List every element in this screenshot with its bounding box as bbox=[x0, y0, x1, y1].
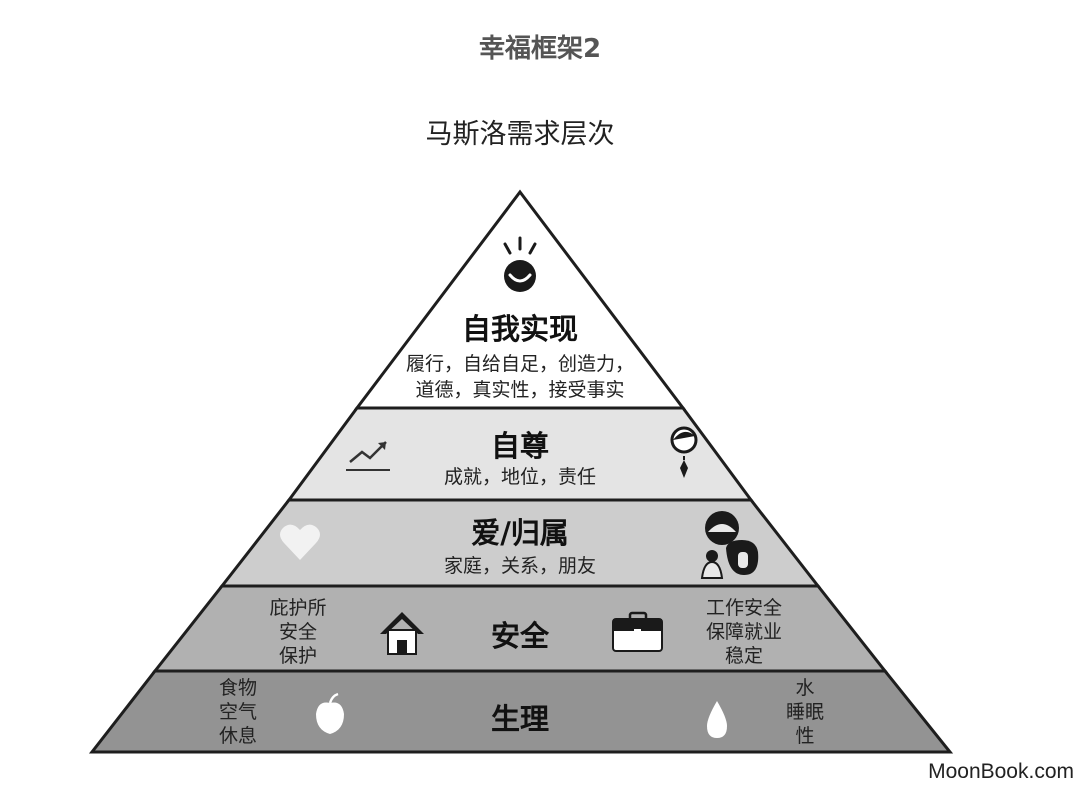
heart-icon bbox=[280, 524, 320, 560]
smiling-sun-icon bbox=[503, 236, 537, 292]
level-self-actualization-desc-line1: 履行，自给自足，创造力， bbox=[405, 353, 634, 375]
level-physiological-left-text: 食物 空气 休息 bbox=[200, 676, 276, 748]
briefcase-icon bbox=[612, 611, 663, 652]
trend-up-icon bbox=[346, 441, 390, 471]
physiological-left-line: 休息 bbox=[218, 725, 257, 747]
level-self-actualization-desc-line2: 道德，真实性，接受事实 bbox=[415, 379, 625, 401]
safety-left-line: 保护 bbox=[278, 645, 317, 667]
safety-left-line: 安全 bbox=[278, 621, 317, 643]
safety-left-line: 庇护所 bbox=[269, 597, 327, 619]
physiological-right-line: 水 bbox=[795, 677, 815, 699]
physiological-left-line: 食物 bbox=[218, 677, 257, 699]
level-physiological-title: 生理 bbox=[490, 702, 549, 736]
apple-icon bbox=[316, 692, 344, 734]
water-drop-icon bbox=[707, 701, 727, 738]
house-icon bbox=[380, 612, 424, 655]
level-safety-title: 安全 bbox=[490, 619, 549, 653]
safety-right-line: 稳定 bbox=[724, 645, 763, 667]
level-esteem-title: 自尊 bbox=[490, 429, 549, 463]
physiological-right-line: 睡眠 bbox=[785, 701, 824, 723]
physiological-left-line: 空气 bbox=[218, 701, 257, 723]
level-self-actualization-band bbox=[353, 189, 687, 410]
person-tie-icon bbox=[670, 426, 698, 478]
physiological-right-line: 性 bbox=[795, 725, 815, 747]
level-safety-left-text: 庇护所 安全 保护 bbox=[258, 596, 338, 668]
level-love-title: 爱/归属 bbox=[471, 516, 569, 550]
page-title: 幸福框架2 bbox=[478, 34, 602, 64]
family-icon bbox=[700, 511, 759, 579]
level-esteem-desc: 成就，地位，责任 bbox=[443, 466, 596, 488]
level-self-actualization-title: 自我实现 bbox=[461, 312, 578, 346]
diagram-subtitle: 马斯洛需求层次 bbox=[425, 119, 615, 150]
level-physiological-right-text: 水 睡眠 性 bbox=[768, 676, 842, 748]
safety-right-line: 保障就业 bbox=[705, 621, 782, 643]
watermark: MoonBook.com bbox=[928, 760, 1074, 783]
level-love-desc: 家庭，关系，朋友 bbox=[443, 555, 596, 577]
level-safety-right-text: 工作安全 保障就业 稳定 bbox=[692, 596, 796, 668]
safety-right-line: 工作安全 bbox=[705, 597, 782, 619]
